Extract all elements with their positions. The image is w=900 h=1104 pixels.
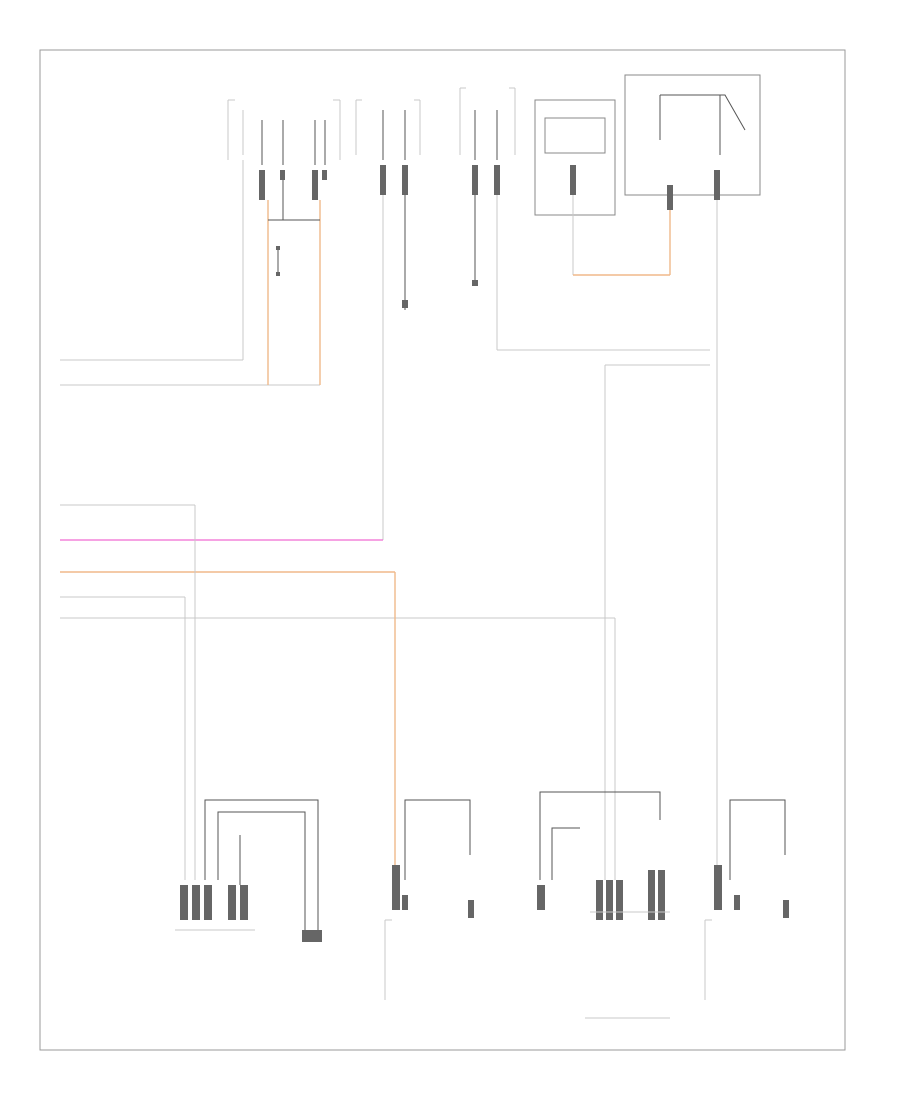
bottom-license-lamp-left — [704, 799, 789, 1000]
connector-pin — [312, 170, 318, 200]
bottom-right-tail-assembly — [175, 799, 322, 942]
top-right-module — [534, 99, 616, 216]
diagram-border — [39, 49, 846, 1051]
ground-symbol — [402, 300, 408, 308]
top-center-switch — [355, 99, 421, 195]
bottom-license-lamp-right — [384, 799, 474, 1000]
top-right-relay — [624, 74, 761, 210]
connector-pin — [322, 170, 327, 180]
top-center-lamp — [459, 87, 516, 195]
top-left-lamp-assembly — [227, 99, 341, 200]
bottom-left-tail-assembly — [537, 791, 670, 1019]
connector-pin — [259, 170, 265, 200]
connector-pin — [280, 170, 285, 180]
